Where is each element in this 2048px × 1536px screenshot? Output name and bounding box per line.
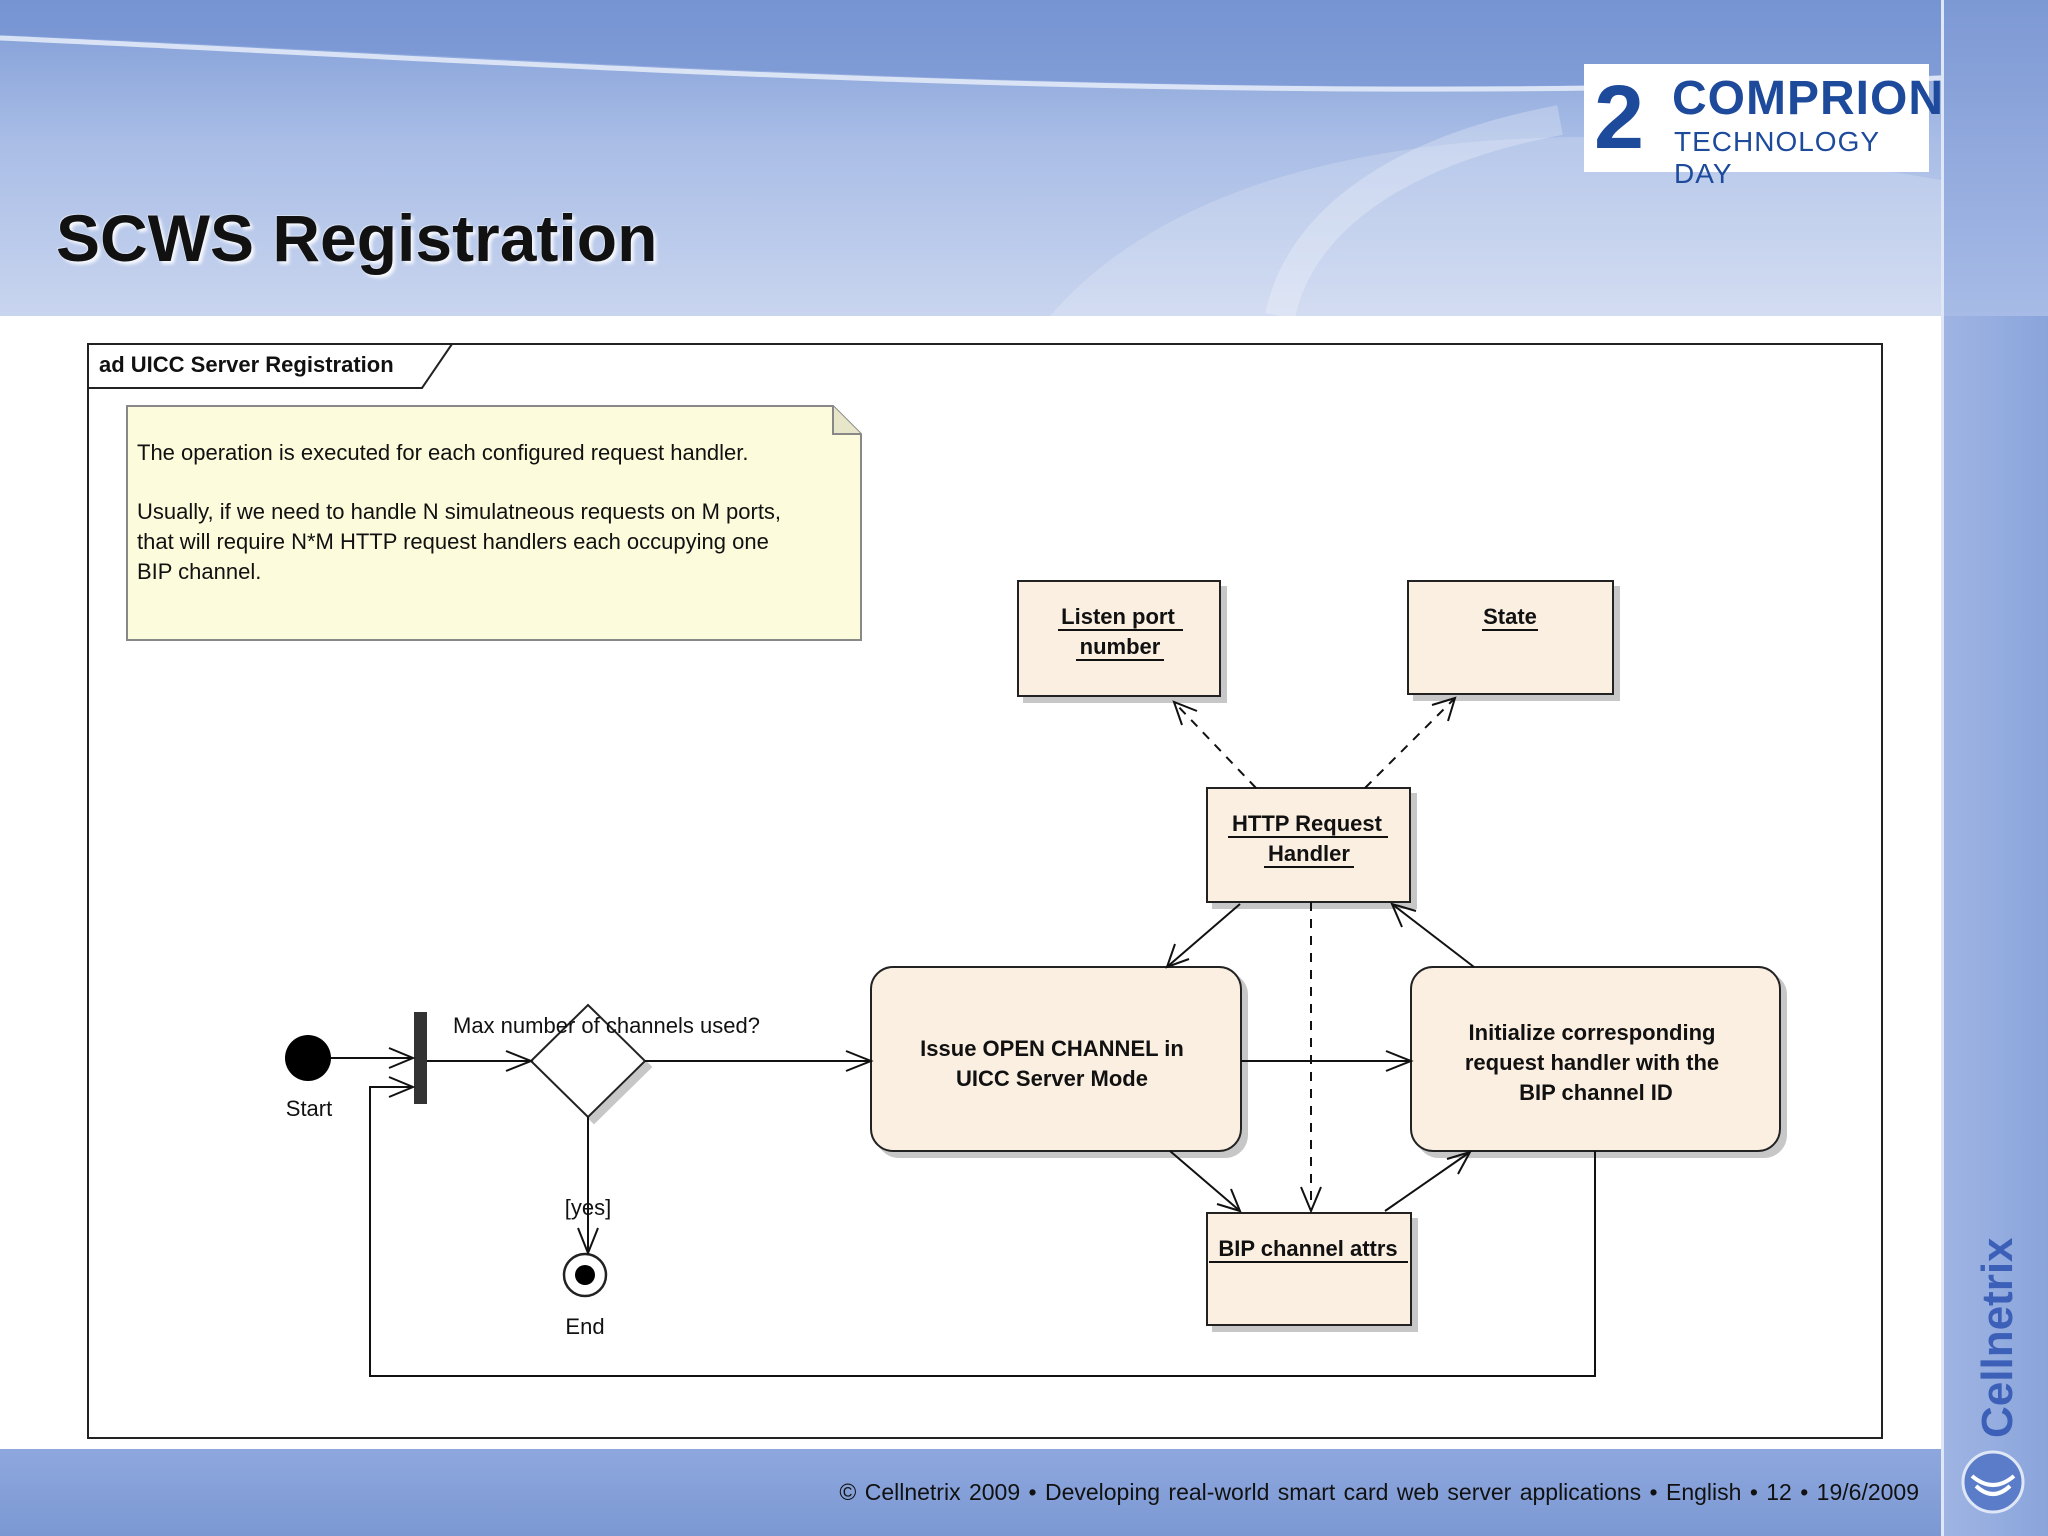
- action-init-handler-line1: Initialize corresponding: [1469, 1020, 1716, 1045]
- note-line-2: Usually, if we need to handle N simulatn…: [137, 499, 781, 524]
- action-open-channel: [870, 966, 1242, 1152]
- cellnetrix-brand: Cellnetrix: [1973, 1237, 2022, 1438]
- footer-text: © Cellnetrix 2009 • Developing real-worl…: [839, 1479, 1919, 1505]
- object-state: [1407, 580, 1614, 695]
- logo-superscript: nd: [1640, 78, 1658, 94]
- decision-label: Max number of channels used?: [453, 1013, 760, 1038]
- frame-label: ad UICC Server Registration: [99, 352, 394, 377]
- right-side-strip-top: [1941, 0, 2048, 316]
- comprion-logo: 2 nd COMPRION TECHNOLOGY DAY: [1584, 64, 1943, 189]
- note: [126, 405, 862, 641]
- action-init-handler-line2: request handler with the: [1465, 1050, 1719, 1075]
- side-brand-text: Cellnetrix: [1973, 1237, 2022, 1438]
- page-title: SCWS Registration: [56, 201, 658, 275]
- frame-label-tab: [88, 343, 453, 389]
- object-state-label: State: [1483, 604, 1537, 629]
- object-listen-port-line2: number: [1080, 634, 1161, 659]
- action-open-channel-line2: UICC Server Mode: [956, 1066, 1148, 1091]
- control-flows: [331, 902, 1596, 1377]
- end-label: End: [565, 1314, 604, 1339]
- note-line-3: that will require N*M HTTP request handl…: [137, 529, 769, 554]
- cellnetrix-logo-icon: [1961, 1450, 2025, 1514]
- object-http-handler: [1206, 787, 1411, 903]
- action-init-handler-line3: BIP channel ID: [1519, 1080, 1673, 1105]
- action-open-channel-line1: Issue OPEN CHANNEL in: [920, 1036, 1184, 1061]
- start-node: [285, 1035, 331, 1081]
- note-corner: [832, 406, 861, 435]
- object-listen-port: [1017, 580, 1221, 697]
- end-node-dot: [575, 1265, 595, 1285]
- start-label: Start: [286, 1096, 332, 1121]
- dependencies: [1172, 696, 1457, 1214]
- object-http-handler-line2: Handler: [1268, 841, 1350, 866]
- note-line-4: BIP channel.: [137, 559, 261, 584]
- object-bip-attrs-label: BIP channel attrs: [1218, 1236, 1397, 1261]
- object-http-handler-line1: HTTP Request: [1232, 811, 1383, 836]
- object-listen-port-line1: Listen port: [1061, 604, 1175, 629]
- logo-brand: COMPRION: [1672, 72, 1944, 125]
- note-line-1: The operation is executed for each confi…: [137, 440, 749, 465]
- join-bar: [414, 1012, 427, 1104]
- object-bip-attrs: [1206, 1212, 1412, 1326]
- slide-footer: © Cellnetrix 2009 • Developing real-worl…: [0, 1449, 1941, 1536]
- logo-subtitle: TECHNOLOGY DAY: [1674, 126, 1880, 189]
- logo-number: 2: [1594, 68, 1645, 168]
